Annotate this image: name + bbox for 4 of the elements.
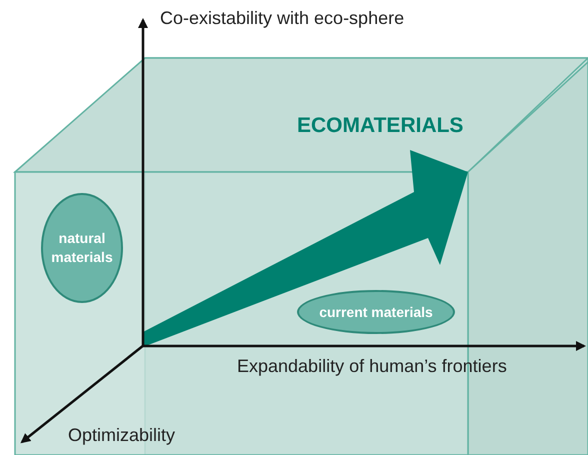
- arrow-label: ECOMATERIALS: [297, 114, 464, 138]
- axis-title: Co-existability with eco-sphere: [160, 8, 404, 29]
- axis-title: Optimizability: [68, 425, 176, 446]
- axis-title: Expandability of human’s frontiers: [237, 356, 507, 377]
